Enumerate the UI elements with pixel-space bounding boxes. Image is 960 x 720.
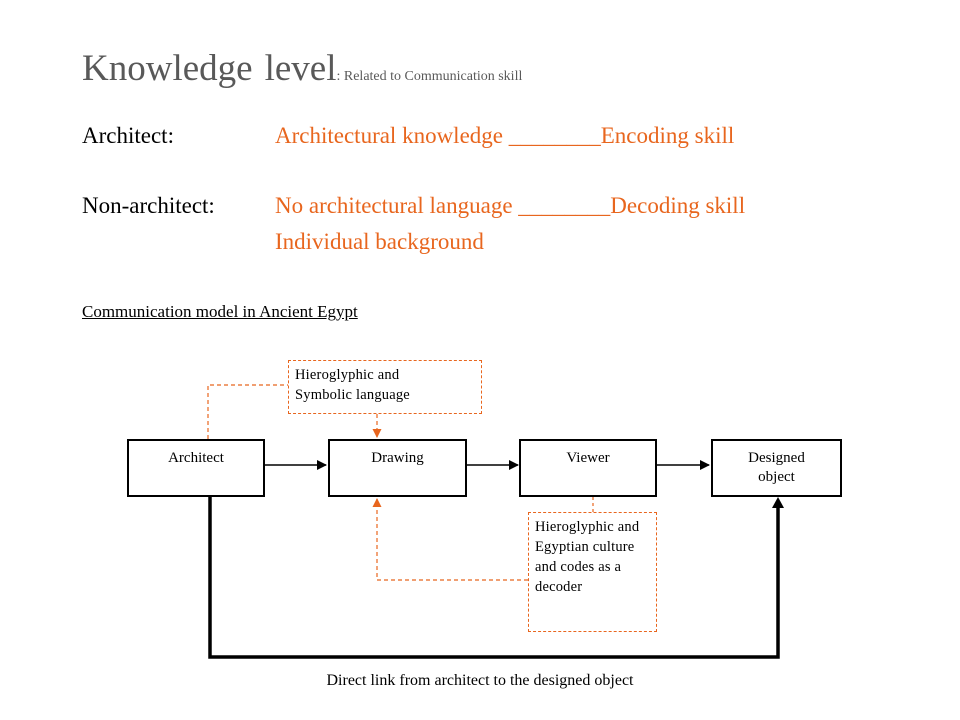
hieroglyphic-decoder-note-text: Hieroglyphic and Egyptian culture and co… <box>535 519 640 595</box>
slide-title: Knowledge level: Related to Communication… <box>82 50 522 87</box>
hieroglyphic-symbolic-note: Hieroglyphic and Symbolic language <box>288 360 482 414</box>
direct-link-line <box>208 497 780 659</box>
architect-row-label: Architect: <box>82 123 174 148</box>
drawing-box-label: Drawing <box>371 450 424 466</box>
drawing-box: Drawing <box>328 439 467 497</box>
viewer-box: Viewer <box>519 439 657 497</box>
designed-object-box-label: Designed object <box>748 450 805 485</box>
direct-link-caption: Direct link from architect to the design… <box>326 672 634 689</box>
dashed-architect-to-note <box>207 384 289 439</box>
non-architect-row-value-2: Individual background <box>275 229 484 254</box>
non-architect-row-label: Non-architect: <box>82 193 215 218</box>
section-heading: Communication model in Ancient Egypt <box>82 302 358 321</box>
architect-row-value: Architectural knowledge ________Encoding… <box>275 123 735 148</box>
direct-link-arrowhead <box>772 497 784 508</box>
title-subtitle: : Related to Communication skill <box>336 69 523 84</box>
non-architect-row-value: No architectural language ________Decodi… <box>275 193 746 218</box>
hieroglyphic-symbolic-note-text: Hieroglyphic and Symbolic language <box>295 367 410 403</box>
dashed-decoder-to-drawing <box>372 498 528 581</box>
architect-box: Architect <box>127 439 265 497</box>
title-word-knowledge: Knowledge <box>82 48 253 89</box>
title-word-level: level <box>264 48 337 89</box>
architect-box-label: Architect <box>168 450 224 466</box>
designed-object-box: Designed object <box>711 439 842 497</box>
hieroglyphic-decoder-note: Hieroglyphic and Egyptian culture and co… <box>528 512 657 632</box>
viewer-box-label: Viewer <box>566 450 610 466</box>
